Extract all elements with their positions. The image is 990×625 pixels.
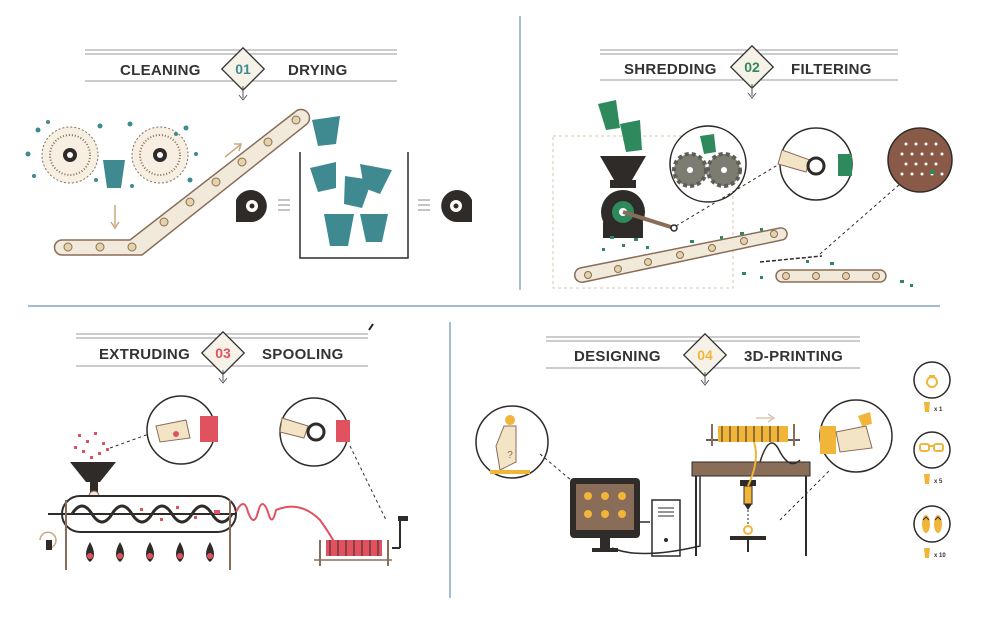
- step-02-left-label: SHREDDING: [624, 61, 717, 78]
- step-header-01: CLEANING 01 DRYING: [85, 46, 397, 101]
- fan-left-icon: [236, 190, 267, 222]
- pellet-pinch-detail-icon: [146, 395, 218, 465]
- step-01-diamond: [220, 46, 266, 92]
- cup-icon: [924, 548, 930, 558]
- extruding-spooling-illustration: [39, 395, 408, 570]
- cup-icon: [620, 120, 642, 152]
- printed-item-ring: x 1: [913, 361, 951, 413]
- cup-icon: [924, 402, 930, 412]
- printed-object-hand-detail-icon: [819, 399, 893, 473]
- filament-strand-icon: [235, 503, 335, 543]
- design-hand-detail-icon: ?: [475, 405, 549, 479]
- step-02-number: 02: [744, 59, 760, 75]
- step-03-diamond: [200, 330, 246, 376]
- heater-flames-icon: [86, 542, 214, 562]
- brush-left-icon: [41, 126, 99, 184]
- down-arrow-icon: [700, 379, 710, 386]
- ring-count: x 1: [934, 407, 943, 413]
- cleaning-drying-illustration: [25, 108, 472, 259]
- step-header-03: EXTRUDING 03 SPOOLING: [76, 323, 374, 384]
- cup-icon: [598, 100, 620, 130]
- designing-printing-illustration: ?: [475, 361, 951, 559]
- printed-item-flip-flops: x 10: [913, 505, 951, 559]
- cups-in-dryer-icon: [310, 116, 392, 246]
- fan-right-icon: [441, 190, 472, 222]
- 3d-printer-icon: [691, 442, 811, 556]
- shredder-machine-icon: [600, 156, 678, 238]
- shredder-conveyor-icon: [574, 227, 788, 284]
- rotate-icon: [39, 531, 57, 549]
- step-03-right-label: SPOOLING: [262, 346, 344, 363]
- down-arrow-icon: [218, 377, 228, 384]
- flip-flops-count: x 10: [934, 553, 946, 559]
- step-01-number: 01: [235, 61, 251, 77]
- down-arrow-icon: [238, 94, 248, 101]
- step-01-right-label: DRYING: [288, 62, 348, 79]
- spool-hand-detail-icon: [279, 397, 350, 467]
- filament-spool-icon: [314, 516, 408, 566]
- step-header-02: SHREDDING 02 FILTERING: [600, 44, 898, 99]
- printed-item-glasses: x 5: [913, 431, 951, 485]
- cup-icon: [924, 474, 930, 484]
- step-04-right-label: 3D-PRINTING: [744, 348, 843, 365]
- step-03-left-label: EXTRUDING: [99, 346, 190, 363]
- extruder-barrel-icon: [48, 495, 237, 570]
- filter-conveyor-icon: [775, 269, 887, 283]
- step-04-diamond: [682, 332, 728, 378]
- step-04-number: 04: [697, 347, 713, 363]
- glasses-count: x 5: [934, 479, 943, 485]
- step-01-left-label: CLEANING: [120, 62, 201, 79]
- water-drops-icon: [25, 120, 198, 188]
- filter-mesh-detail-icon: [887, 127, 953, 193]
- drying-bin-icon: [299, 152, 409, 259]
- hand-crank-detail-icon: [777, 127, 853, 201]
- brush-right-icon: [131, 126, 189, 184]
- step-03-number: 03: [215, 345, 231, 361]
- printer-spool-icon: [706, 413, 800, 487]
- hopper-icon: [70, 462, 116, 482]
- down-arrow-icon: [747, 92, 757, 99]
- plastic-flakes-icon: [602, 228, 913, 287]
- step-04-left-label: DESIGNING: [574, 348, 661, 365]
- monitor-icon: [570, 478, 640, 552]
- svg-text:?: ?: [507, 450, 513, 461]
- quadrant-dividers: [28, 16, 940, 598]
- step-02-right-label: FILTERING: [791, 61, 872, 78]
- step-header-04: DESIGNING 04 3D-PRINTING: [546, 332, 860, 386]
- gears-detail-icon: [669, 125, 747, 203]
- computer-tower-icon: [651, 499, 681, 557]
- shredding-filtering-illustration: [552, 100, 953, 289]
- conveyor-belt-icon: [53, 108, 311, 256]
- glasses-icon: [919, 443, 930, 452]
- step-02-diamond: [729, 44, 775, 90]
- cup-icon: [103, 160, 125, 188]
